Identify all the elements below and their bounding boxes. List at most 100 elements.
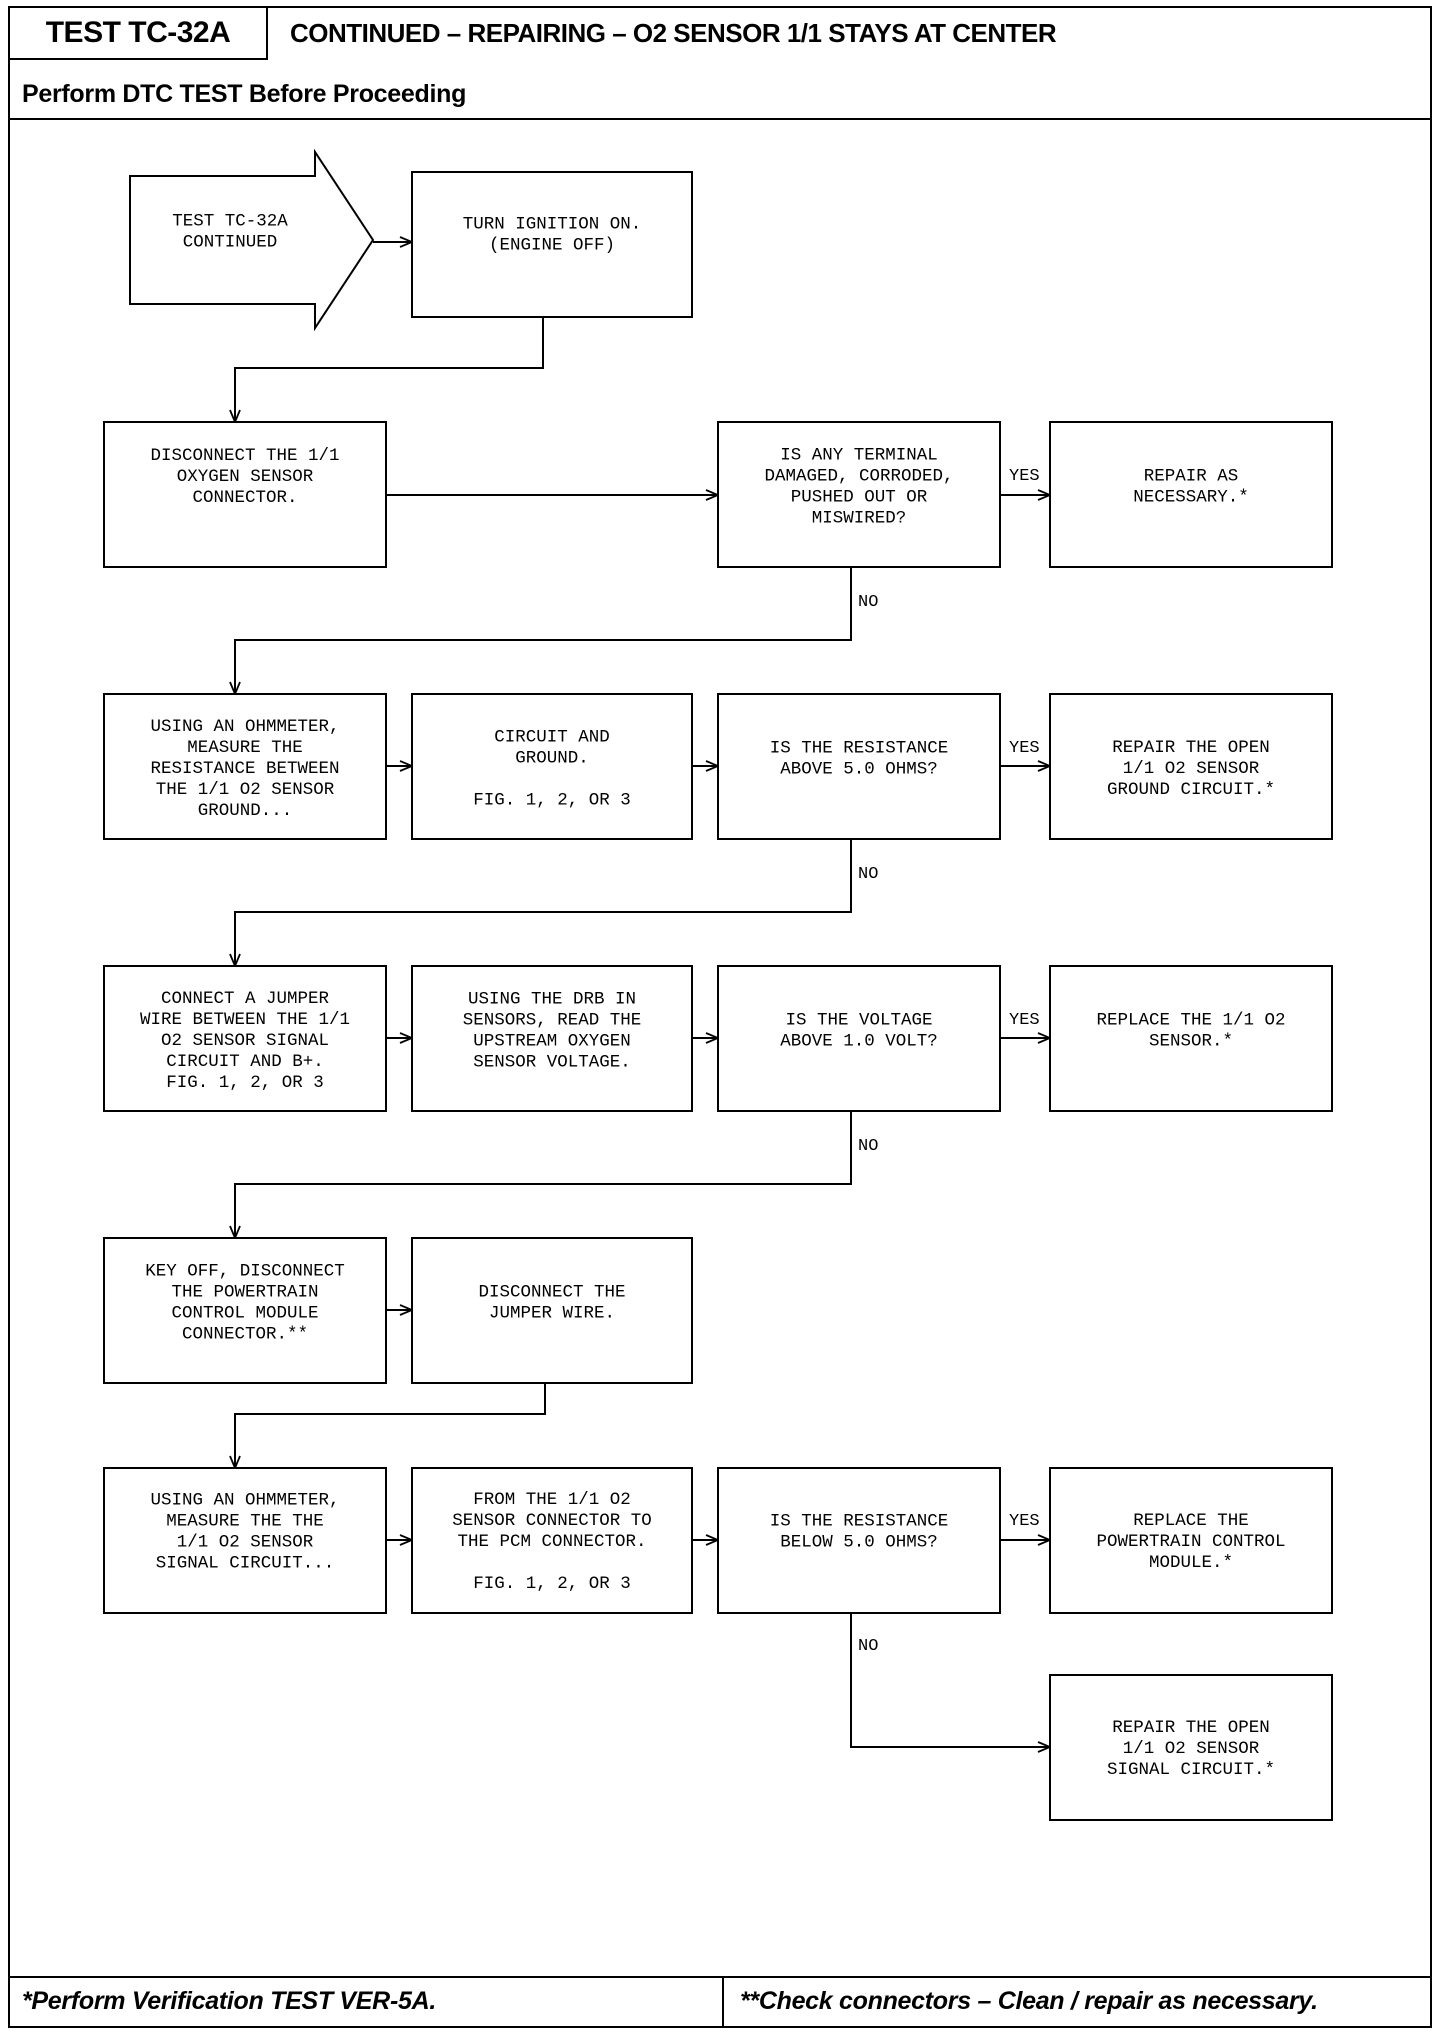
box-resistance-below-5-question-text: IS THE RESISTANCE [770,1512,949,1532]
footer-rule [10,1976,1430,1978]
box-terminal-damaged-question-text: DAMAGED, CORRODED, [764,467,953,487]
connector-b1-to-b2 [235,317,544,422]
box-voltage-above-1-question-text: ABOVE 1.0 VOLT? [780,1032,938,1052]
no-label-3: NO [858,1137,878,1156]
box-circuit-and-ground-text: CIRCUIT AND [494,728,610,748]
box-measure-ground-resistance-text: GROUND... [198,801,293,821]
box-read-upstream-o2-voltage-text: UPSTREAM OXYGEN [473,1032,631,1052]
box-key-off-disconnect-pcm-text: CONNECTOR.** [182,1325,308,1345]
box-measure-ground-resistance-text: THE 1/1 O2 SENSOR [156,780,335,800]
box-key-off-disconnect-pcm-text: KEY OFF, DISCONNECT [145,1262,345,1282]
footer: *Perform Verification TEST VER-5A. **Che… [10,1976,1430,2026]
footnote-connectors: **Check connectors – Clean / repair as n… [740,1986,1318,2015]
box-replace-pcm-text: REPLACE THE [1133,1511,1249,1531]
box-connect-jumper-wire-text: CONNECT A JUMPER [161,989,330,1009]
connector-d3-no [235,1111,852,1238]
yes-label-1: YES [1009,467,1040,486]
box-terminal-damaged-question-text: IS ANY TERMINAL [780,446,938,466]
box-replace-pcm-text: POWERTRAIN CONTROL [1096,1532,1285,1552]
no-label-4: NO [858,1637,878,1656]
box-disconnect-jumper-wire-text: DISCONNECT THE [478,1283,625,1303]
connector-d4-no [850,1613,1050,1747]
box-disconnect-jumper-wire [411,1237,693,1384]
box-resistance-above-5-question-text: ABOVE 5.0 OHMS? [780,760,938,780]
connector-d1-no [235,567,852,694]
yes-label-4: YES [1009,1512,1040,1531]
box-from-sensor-to-pcm-text: SENSOR CONNECTOR TO [452,1511,652,1531]
box-repair-as-necessary-text: REPAIR AS [1144,467,1239,487]
box-replace-o2-sensor [1049,965,1333,1112]
box-measure-ground-resistance-text: USING AN OHMMETER, [150,717,339,737]
page-title: CONTINUED – REPAIRING – O2 SENSOR 1/1 ST… [290,18,1057,48]
start-arrow-shape [129,148,375,332]
box-repair-open-signal-circuit-text: SIGNAL CIRCUIT.* [1107,1760,1275,1780]
box-resistance-above-5-question-text: IS THE RESISTANCE [770,739,949,759]
box-disconnect-o2-connector-text: OXYGEN SENSOR [177,467,314,487]
box-repair-open-ground-circuit-text: 1/1 O2 SENSOR [1123,759,1260,779]
header-rule [10,118,1430,120]
no-label-1: NO [858,593,878,612]
box-replace-o2-sensor-text: REPLACE THE 1/1 O2 [1096,1011,1285,1031]
box-disconnect-jumper-wire-text: JUMPER WIRE. [489,1304,615,1324]
start-arrow-text: CONTINUED [183,233,278,253]
footnote-verification: *Perform Verification TEST VER-5A. [22,1986,436,2015]
box-read-upstream-o2-voltage-text: USING THE DRB IN [468,990,636,1010]
box-terminal-damaged-question-text: PUSHED OUT OR [791,488,928,508]
box-turn-ignition-on [411,171,693,318]
box-connect-jumper-wire [103,965,387,1112]
box-terminal-damaged-question-text: MISWIRED? [812,509,907,529]
box-disconnect-o2-connector-text: DISCONNECT THE 1/1 [150,446,339,466]
box-read-upstream-o2-voltage [411,965,693,1112]
box-measure-ground-resistance-text: MEASURE THE [187,738,303,758]
box-from-sensor-to-pcm-text: FIG. 1, 2, OR 3 [473,1574,631,1594]
box-key-off-disconnect-pcm-text: THE POWERTRAIN [171,1283,318,1303]
box-circuit-and-ground-text: GROUND. [515,749,589,769]
box-replace-pcm-text: MODULE.* [1149,1553,1233,1573]
footer-divider [722,1976,724,2026]
box-turn-ignition-on-text: (ENGINE OFF) [489,236,615,256]
box-replace-o2-sensor-text: SENSOR.* [1149,1032,1233,1052]
box-disconnect-o2-connector-text: CONNECTOR. [192,488,297,508]
box-repair-open-signal-circuit [1049,1674,1333,1821]
box-repair-open-signal-circuit-text: 1/1 O2 SENSOR [1123,1739,1260,1759]
box-disconnect-o2-connector [103,421,387,568]
box-repair-open-ground-circuit-text: GROUND CIRCUIT.* [1107,780,1275,800]
box-measure-signal-circuit-text: USING AN OHMMETER, [150,1491,339,1511]
box-measure-ground-resistance [103,693,387,840]
connector-b8-to-b9 [235,1383,546,1468]
box-measure-signal-circuit-text: 1/1 O2 SENSOR [177,1533,314,1553]
box-key-off-disconnect-pcm [103,1237,387,1384]
box-connect-jumper-wire-text: CIRCUIT AND B+. [166,1052,324,1072]
box-connect-jumper-wire-text: O2 SENSOR SIGNAL [161,1031,329,1051]
box-read-upstream-o2-voltage-text: SENSORS, READ THE [463,1011,642,1031]
box-voltage-above-1-question-text: IS THE VOLTAGE [785,1011,932,1031]
no-label-2: NO [858,865,878,884]
box-turn-ignition-on-text: TURN IGNITION ON. [463,215,642,235]
box-resistance-above-5-question [717,693,1001,840]
connector-d2-no [235,839,852,966]
box-from-sensor-to-pcm-text: THE PCM CONNECTOR. [457,1532,646,1552]
start-arrow-text: TEST TC-32A [172,212,288,232]
header: TEST TC-32A CONTINUED – REPAIRING – O2 S… [10,8,1430,74]
box-measure-signal-circuit-text: SIGNAL CIRCUIT... [156,1554,335,1574]
box-replace-pcm [1049,1467,1333,1614]
box-repair-as-necessary-text: NECESSARY.* [1133,488,1249,508]
box-from-sensor-to-pcm [411,1467,693,1614]
box-connect-jumper-wire-text: FIG. 1, 2, OR 3 [166,1073,324,1093]
box-key-off-disconnect-pcm-text: CONTROL MODULE [171,1304,318,1324]
box-circuit-and-ground-text: FIG. 1, 2, OR 3 [473,791,631,811]
page-subtitle: Perform DTC TEST Before Proceeding [22,80,467,108]
box-repair-open-signal-circuit-text: REPAIR THE OPEN [1112,1718,1270,1738]
box-measure-signal-circuit-text: MEASURE THE THE [166,1512,324,1532]
yes-label-3: YES [1009,1011,1040,1030]
box-from-sensor-to-pcm-text: FROM THE 1/1 O2 [473,1490,631,1510]
box-repair-open-ground-circuit [1049,693,1333,840]
box-voltage-above-1-question [717,965,1001,1112]
box-circuit-and-ground [411,693,693,840]
box-measure-ground-resistance-text: RESISTANCE BETWEEN [150,759,339,779]
test-id: TEST TC-32A [10,8,268,60]
box-connect-jumper-wire-text: WIRE BETWEEN THE 1/1 [140,1010,350,1030]
diagnostic-page: TEST TC-32A CONTINUED – REPAIRING – O2 S… [8,6,1432,2028]
yes-label-2: YES [1009,739,1040,758]
